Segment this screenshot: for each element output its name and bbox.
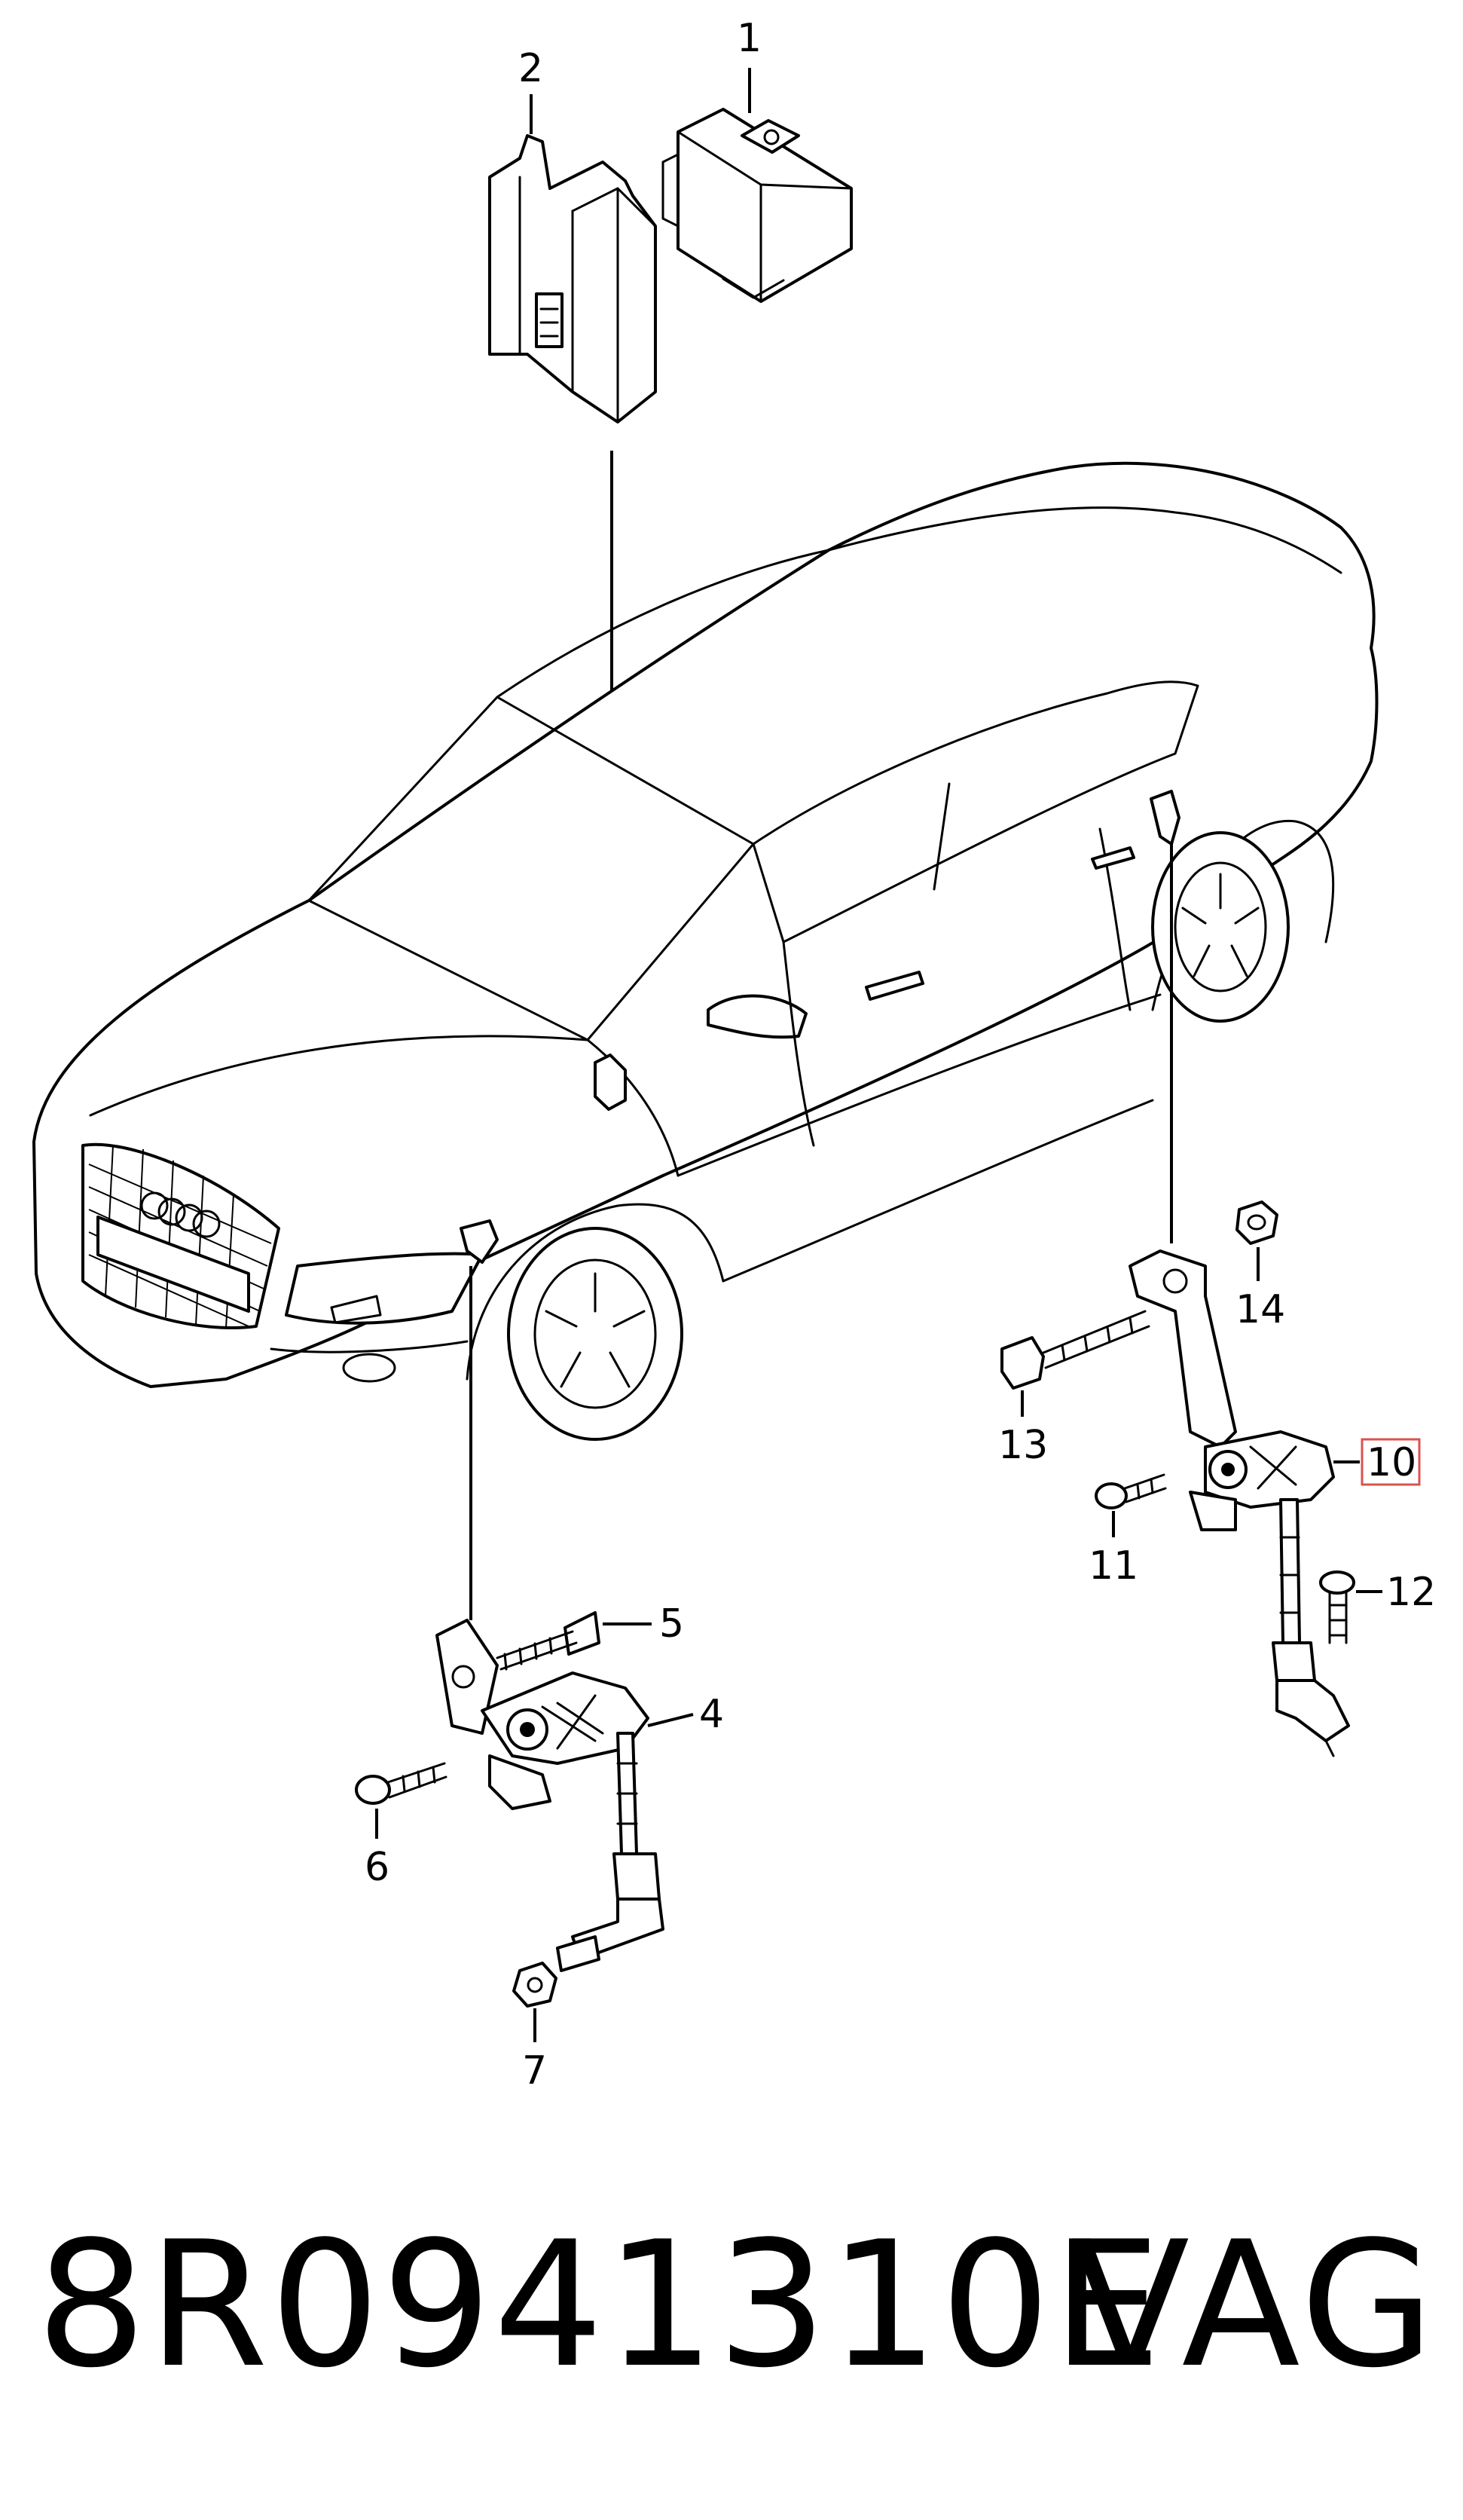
screw-part-14 — [1319, 1570, 1355, 1644]
callout-2: 2 — [518, 46, 543, 91]
part-number: 8R0941310E — [36, 2205, 1163, 2406]
nut-part-6 — [512, 1962, 557, 2008]
callout-10: 10 — [1367, 1440, 1416, 1485]
car-illustration — [32, 461, 1379, 1441]
callout-7: 5 — [659, 1601, 684, 1647]
footer: 8R0941310E VAG — [36, 2208, 1437, 2404]
callout-14: 12 — [1386, 1570, 1436, 1615]
nut-part-13 — [1235, 1200, 1278, 1245]
parts-diagram: 1 2 — [32, 16, 1436, 2093]
screw-part-5 — [355, 1762, 447, 1805]
callout-11: 11 — [1089, 1543, 1138, 1589]
bolt-part-7 — [496, 1611, 600, 1671]
bolt-part-12 — [1000, 1310, 1150, 1390]
brand-label: VAG — [1071, 2205, 1437, 2406]
callout-6: 7 — [522, 2048, 547, 2093]
leader-line-4 — [647, 1713, 694, 1727]
control-module-part-1 — [661, 108, 853, 303]
callout-4: 4 — [699, 1692, 724, 1737]
bracket-module-part-2 — [488, 134, 657, 424]
front-level-sensor-assembly — [435, 1619, 664, 1972]
callout-5: 6 — [365, 1845, 389, 1890]
callout-12: 13 — [998, 1423, 1048, 1468]
screw-part-11 — [1095, 1473, 1167, 1509]
rear-level-sensor-assembly — [1129, 1249, 1350, 1757]
callout-1: 1 — [737, 16, 762, 61]
callout-13: 14 — [1235, 1287, 1285, 1332]
callout-10-highlight-box — [1361, 1438, 1421, 1486]
